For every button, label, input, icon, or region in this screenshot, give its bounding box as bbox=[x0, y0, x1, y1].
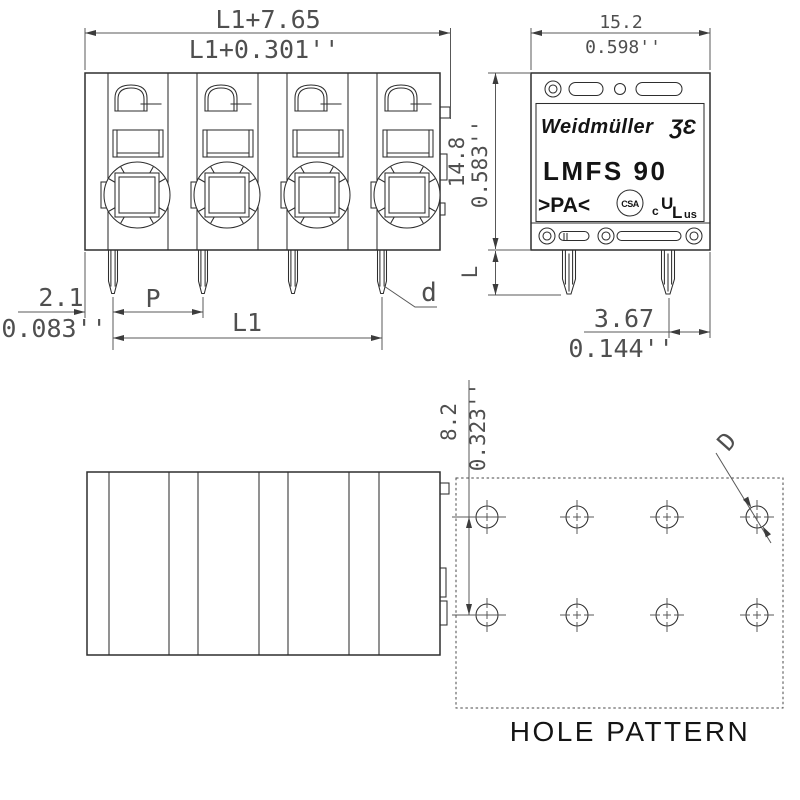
hole-pattern-view: HOLE PATTERN bbox=[455, 477, 784, 747]
svg-text:15.2: 15.2 bbox=[599, 12, 642, 33]
weidmueller-logo-icon: ƷƐ bbox=[669, 116, 697, 139]
bottom-view bbox=[86, 471, 450, 656]
bottom-tab-3 bbox=[439, 600, 448, 626]
svg-text:L1+0.301'': L1+0.301'' bbox=[189, 35, 340, 64]
svg-text:P: P bbox=[145, 284, 160, 313]
side-body bbox=[530, 72, 711, 251]
svg-text:L: L bbox=[458, 266, 482, 279]
bottom-tab-1 bbox=[439, 482, 450, 495]
svg-text:c: c bbox=[652, 204, 659, 218]
csa-logo-icon: CSA bbox=[616, 189, 644, 217]
side-top-strip bbox=[544, 80, 683, 98]
hole-pattern-title: HOLE PATTERN bbox=[510, 716, 751, 747]
svg-text:d: d bbox=[421, 278, 437, 308]
side-tab-small bbox=[439, 106, 451, 119]
dim-pin-edge: 3.67 0.144'' bbox=[568, 252, 711, 363]
svg-text:U: U bbox=[661, 194, 673, 213]
svg-text:2.1: 2.1 bbox=[38, 283, 83, 312]
svg-text:0.583'': 0.583'' bbox=[468, 120, 492, 209]
svg-text:CSA: CSA bbox=[621, 199, 640, 209]
bottom-divider-lines bbox=[108, 471, 380, 656]
hole-row-2 bbox=[469, 597, 775, 633]
model-text: LMFS 90 bbox=[543, 156, 667, 186]
ul-logo-icon: c U L us bbox=[652, 194, 697, 222]
svg-text:L1: L1 bbox=[232, 308, 262, 337]
svg-text:3.67: 3.67 bbox=[594, 304, 654, 333]
pole-divider-lines bbox=[107, 72, 378, 251]
label-panel-content: Weidmüller ƷƐ LMFS 90 >PA< CSA c U L us bbox=[538, 116, 697, 222]
bottom-body bbox=[86, 471, 441, 656]
svg-text:0.083'': 0.083'' bbox=[1, 314, 106, 343]
svg-text:us: us bbox=[684, 209, 697, 221]
svg-text:14.8: 14.8 bbox=[445, 137, 469, 188]
svg-text:0.598'': 0.598'' bbox=[585, 37, 661, 58]
hole-pattern-boundary bbox=[455, 477, 784, 709]
front-view bbox=[84, 72, 451, 295]
label-panel bbox=[535, 102, 705, 223]
bottom-tab-2 bbox=[439, 567, 447, 598]
dim-side-width: 15.2 0.598'' bbox=[530, 12, 711, 70]
svg-text:0.144'': 0.144'' bbox=[568, 334, 673, 363]
svg-text:0.323'': 0.323'' bbox=[466, 383, 490, 472]
material-marking-text: >PA< bbox=[538, 194, 590, 217]
side-view: Weidmüller ƷƐ LMFS 90 >PA< CSA c U L us bbox=[530, 72, 711, 295]
svg-text:L1+7.65: L1+7.65 bbox=[215, 5, 320, 34]
dim-pitch: P bbox=[112, 284, 204, 350]
dim-pin-length: L bbox=[458, 251, 561, 296]
dim-pin-d-leader: d bbox=[383, 278, 437, 308]
dim-front-total-width: L1+7.65 L1+0.301'' bbox=[84, 5, 451, 119]
dim-side-height: 14.8 0.583'' bbox=[445, 72, 531, 251]
dim-row-spacing: 8.2 0.323'' bbox=[437, 380, 506, 616]
svg-text:8.2: 8.2 bbox=[437, 403, 461, 441]
brand-text: Weidmüller bbox=[541, 116, 654, 138]
svg-text:D: D bbox=[712, 427, 742, 456]
side-bottom-strip bbox=[530, 222, 711, 245]
dim-length-l1: L1 bbox=[113, 297, 383, 350]
dim-pin-offset: 2.1 0.083'' bbox=[1, 252, 107, 343]
svg-text:L: L bbox=[672, 203, 682, 222]
hole-row-1 bbox=[469, 499, 775, 535]
